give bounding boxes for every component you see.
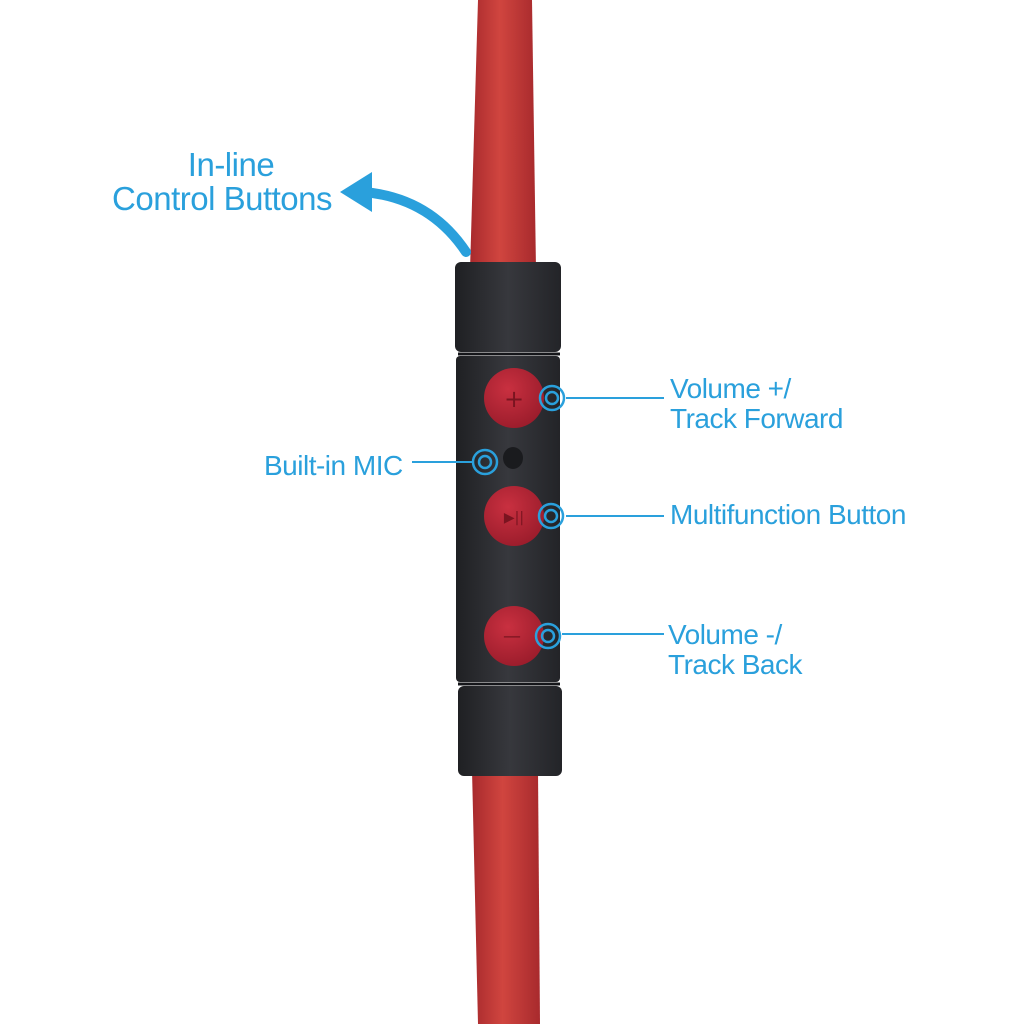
svg-text:—: —: [503, 626, 521, 647]
volume-up-label-line-2: Track Forward: [670, 403, 843, 434]
mic-label: Built-in MIC: [264, 451, 403, 481]
multifunction-label: Multifunction Button: [670, 500, 906, 530]
svg-text:+: +: [504, 385, 524, 413]
callout-mic: [412, 448, 499, 476]
svg-text:▶||: ▶||: [504, 510, 524, 526]
callout-volume-down: [534, 622, 664, 650]
cable-top: [470, 0, 536, 270]
microphone-hole: [503, 447, 523, 469]
multifunction-label-line-1: Multifunction Button: [670, 499, 906, 530]
curved-arrow-icon: [340, 172, 471, 257]
volume-down-button: —: [484, 606, 544, 666]
mic-label-line-1: Built-in MIC: [264, 450, 403, 481]
volume-up-button: +: [484, 368, 544, 428]
cable-bottom: [472, 770, 540, 1024]
title-line-1: In-line: [187, 146, 275, 183]
volume-down-label-line-2: Track Back: [668, 649, 803, 680]
volume-up-label: Volume +/ Track Forward: [670, 374, 843, 434]
callout-volume-up: [538, 384, 664, 412]
volume-up-label-line-1: Volume +/: [670, 373, 791, 404]
volume-down-label: Volume -/ Track Back: [668, 619, 803, 680]
title-label: In-line Control Buttons: [70, 148, 332, 216]
title-line-2: Control Buttons: [112, 180, 332, 217]
multifunction-button: ▶||: [484, 486, 544, 546]
callout-multifunction: [537, 502, 664, 530]
volume-down-label-line-1: Volume -/: [668, 619, 782, 650]
